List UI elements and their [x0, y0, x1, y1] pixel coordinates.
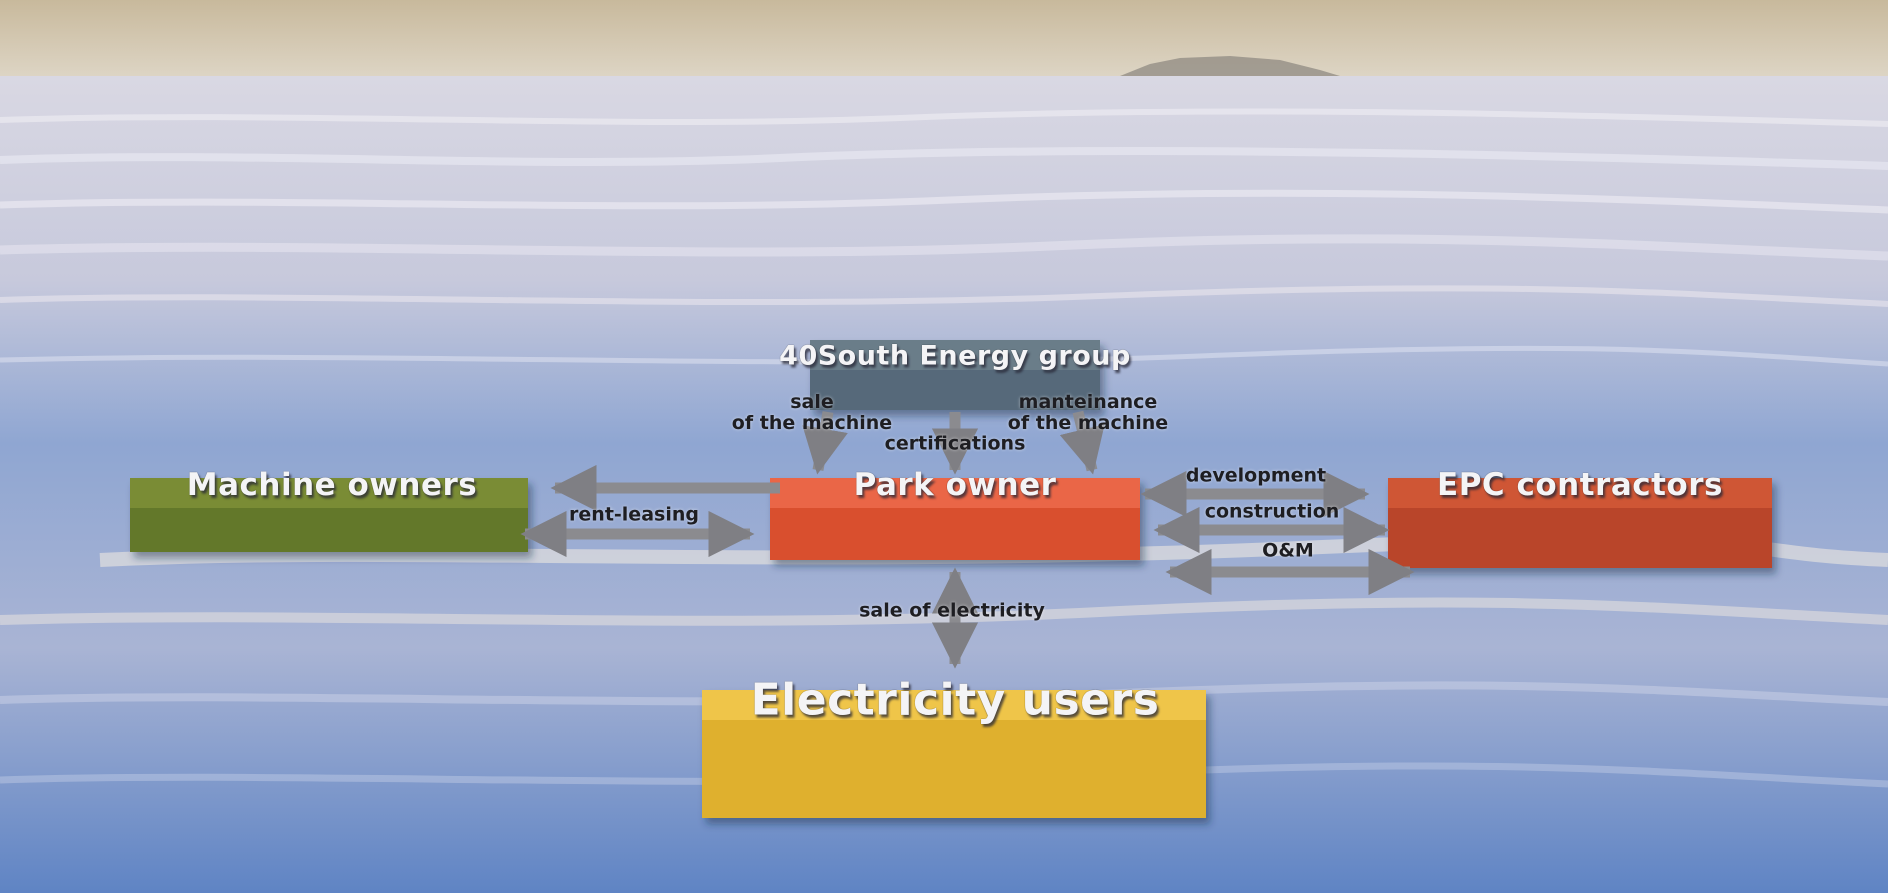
arrow-maintenance — [1059, 410, 1105, 475]
flow-label-sale-of-machine: sale of the machine — [731, 391, 893, 434]
block-park-owner — [770, 478, 1140, 560]
label-electricity-users: Electricity users — [750, 674, 1160, 726]
flow-label-development: development — [1185, 464, 1327, 487]
arrow-sale-of-machine — [802, 411, 848, 475]
block-40south-energy-group — [810, 340, 1100, 410]
label-40south-energy-group: 40South Energy group — [779, 340, 1131, 372]
block-electricity-users — [702, 690, 1206, 818]
block-machine-owners — [130, 478, 528, 552]
flow-label-certifications: certifications — [884, 432, 1026, 455]
flow-label-rent-leasing: rent-leasing — [569, 503, 699, 526]
flow-label-om: O&M — [1262, 539, 1314, 562]
flow-label-sale-of-electricity: sale of electricity — [859, 599, 1045, 622]
sky — [0, 0, 1888, 80]
flow-label-maintenance: manteinance of the machine — [1007, 391, 1169, 434]
label-machine-owners: Machine owners — [186, 467, 478, 503]
flow-label-construction: construction — [1204, 500, 1340, 523]
distant-island — [1120, 56, 1340, 76]
label-park-owner: Park owner — [853, 467, 1057, 503]
block-epc-contractors — [1388, 478, 1772, 568]
label-epc-contractors: EPC contractors — [1437, 467, 1723, 503]
